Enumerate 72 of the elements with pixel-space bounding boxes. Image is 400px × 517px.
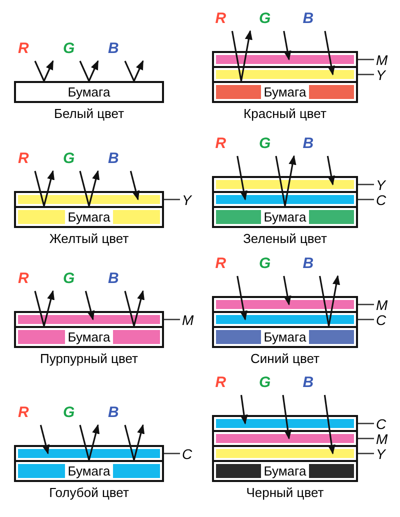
ink-letter: M [376,296,388,312]
paper-box [212,326,358,348]
light-letter: R [18,405,29,421]
leader-line [358,318,374,320]
light-letter: G [63,271,75,287]
light-letter: B [108,41,119,57]
paper-box [14,460,164,482]
light-letter: R [215,256,226,272]
light-letter: B [302,136,314,152]
color-caption: Черный цвет [245,485,325,500]
light-letter: G [259,375,271,391]
color-caption: Пурпурный цвет [39,351,139,366]
ink-letter: C [376,192,386,208]
paper-box [212,206,358,228]
color-caption: Красный цвет [242,106,328,121]
paper-label: Бумага [264,464,306,478]
ink-letter: C [376,312,386,328]
ink-letter: M [376,52,388,68]
leader-line [358,438,374,440]
leader-line [358,452,374,454]
leader-line [358,74,374,76]
paper-label: Бумага [264,84,306,100]
ink-letter: Y [376,176,386,192]
color-caption: Желтый цвет [48,231,130,246]
leader-line [358,58,374,60]
paper-label: Бумага [68,464,110,478]
light-letter: B [302,375,314,391]
light-letter: B [302,11,314,27]
ink-letter: Y [376,446,386,462]
leader-line [164,452,180,454]
light-letter: B [108,271,119,287]
leader-line [358,422,374,424]
paper-box [212,460,358,482]
light-letter: R [18,151,29,167]
light-letter: B [108,151,119,167]
leader-line [358,184,374,186]
color-caption: Синий цвет [250,351,320,366]
leader-line [164,198,180,200]
ink-letter: Y [376,66,386,82]
ink-letter: M [182,312,194,328]
light-letter: R [215,136,226,152]
light-letter: G [63,405,75,421]
paper-label: Бумага [68,330,110,344]
ink-letter: M [376,430,388,446]
light-letter: R [18,41,29,57]
paper-box [212,81,358,103]
light-letter: G [63,41,75,57]
light-letter: G [259,11,271,27]
color-caption: Зеленый цвет [242,231,328,246]
paper-box [14,326,164,348]
paper-label: Бумага [264,210,306,224]
light-letter: G [259,136,271,152]
light-letter: B [302,256,314,272]
light-letter: B [108,405,119,421]
ink-letter: C [182,446,192,462]
light-letter: R [215,375,226,391]
light-letter: R [215,11,226,27]
light-letter: G [63,151,75,167]
color-caption: Голубой цвет [48,485,130,500]
ink-letter: Y [182,192,192,208]
paper-label: Бумага [68,84,110,100]
paper-box [14,81,164,103]
color-caption: Белый цвет [52,106,126,121]
paper-label: Бумага [264,330,306,344]
leader-line [358,304,374,306]
paper-label: Бумага [68,210,110,224]
light-letter: R [18,271,29,287]
ink-letter: C [376,416,386,432]
leader-line [164,318,180,320]
leader-line [358,198,374,200]
paper-box [14,206,164,228]
light-letter: G [259,256,271,272]
